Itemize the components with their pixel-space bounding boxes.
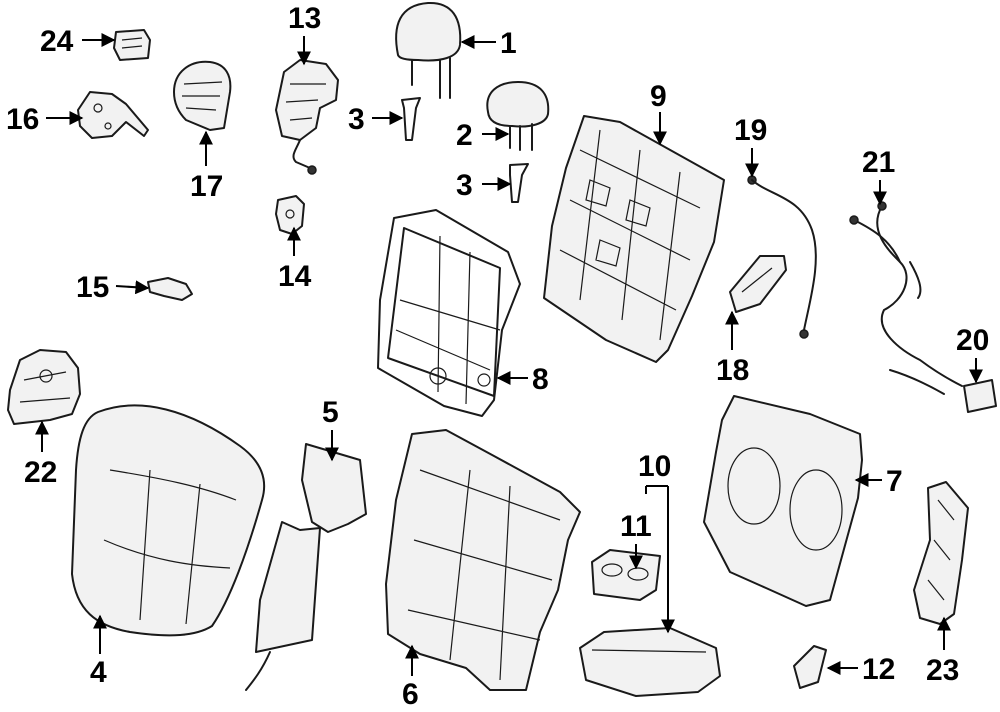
callout-24: 24 — [40, 25, 74, 58]
part-20-connector[interactable] — [963, 379, 997, 413]
part-5-heater-pad[interactable] — [245, 443, 367, 691]
callout-15: 15 — [76, 271, 109, 304]
part-11-cup-holder[interactable] — [591, 549, 661, 601]
callout-18: 18 — [716, 354, 749, 387]
callout-3-lower: 3 — [456, 169, 473, 202]
part-8-seatback-frame[interactable] — [377, 209, 521, 417]
callout-9: 9 — [650, 80, 667, 113]
part-22-hinge-assembly[interactable] — [7, 349, 81, 425]
part-3-guide-lower[interactable] — [509, 163, 529, 203]
part-6-seatback-pad[interactable] — [385, 429, 581, 691]
callout-3-upper: 3 — [348, 103, 365, 136]
callout-14: 14 — [278, 260, 312, 293]
part-2-headrest[interactable] — [486, 81, 550, 151]
part-13-mechanism[interactable] — [275, 59, 339, 175]
callout-10: 10 — [638, 450, 671, 483]
part-9-seatback-panel[interactable] — [543, 115, 725, 363]
part-14-latch[interactable] — [275, 195, 305, 235]
part-16-hinge[interactable] — [77, 91, 149, 139]
part-19-cable[interactable] — [747, 175, 817, 339]
callout-7: 7 — [886, 465, 903, 498]
part-4-cushion-cover[interactable] — [71, 404, 266, 637]
callout-22: 22 — [24, 456, 57, 489]
part-3-guide-upper[interactable] — [401, 97, 421, 141]
part-21-wiring-harness[interactable] — [849, 201, 963, 395]
part-12-clip[interactable] — [793, 645, 827, 689]
part-10-armrest[interactable] — [579, 627, 721, 697]
callout-12: 12 — [862, 653, 895, 686]
part-7-rear-board[interactable] — [703, 395, 863, 607]
callout-labels: 1 2 3 3 4 5 6 7 8 9 10 11 12 13 14 15 16… — [6, 2, 989, 711]
callout-1: 1 — [500, 27, 517, 60]
callout-6: 6 — [402, 678, 419, 711]
callout-21: 21 — [862, 146, 895, 179]
callout-2: 2 — [456, 119, 473, 152]
part-24-switch[interactable] — [113, 29, 151, 61]
part-18-module[interactable] — [729, 255, 787, 313]
leader-lines — [35, 33, 983, 676]
callout-23: 23 — [926, 654, 959, 687]
callout-19: 19 — [734, 114, 767, 147]
callout-16: 16 — [6, 103, 39, 136]
part-17-cover[interactable] — [173, 60, 232, 131]
callout-17: 17 — [190, 170, 223, 203]
part-23-bracket[interactable] — [913, 481, 969, 625]
callout-5: 5 — [322, 396, 339, 429]
part-15-clip[interactable] — [147, 277, 193, 301]
callout-13: 13 — [288, 2, 321, 35]
callout-11: 11 — [620, 510, 652, 543]
callout-20: 20 — [956, 324, 989, 357]
callout-8: 8 — [532, 363, 549, 396]
part-1-headrest[interactable] — [395, 1, 462, 99]
callout-4: 4 — [90, 656, 107, 689]
